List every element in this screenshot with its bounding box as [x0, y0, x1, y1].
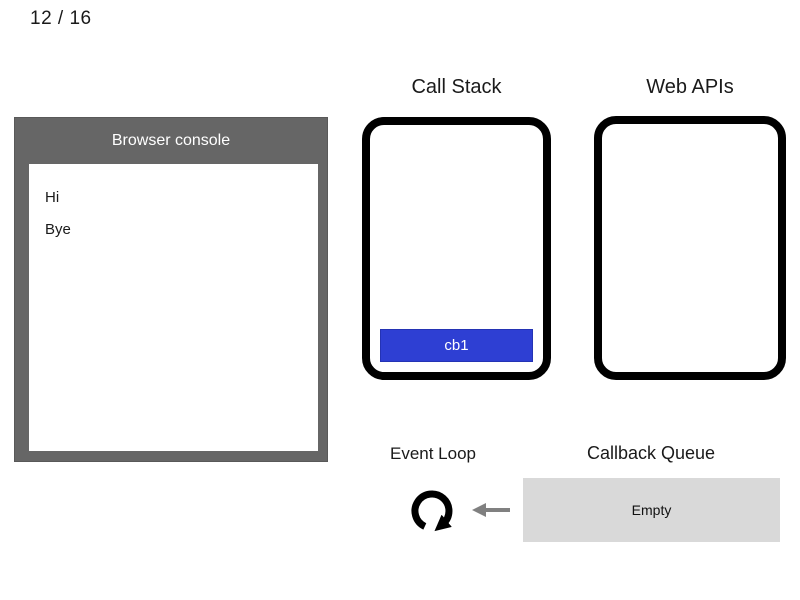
call-stack-heading: Call Stack — [411, 76, 502, 98]
call-stack-box: cb1 — [362, 117, 551, 380]
left-arrow-icon — [472, 501, 512, 519]
browser-console-panel: Browser console Hi Bye — [14, 117, 328, 462]
event-loop-heading: Event Loop — [389, 444, 476, 463]
console-log-line: Bye — [45, 221, 71, 238]
slide-page-counter: 12 / 16 — [30, 8, 92, 29]
loop-arc — [411, 490, 453, 532]
browser-console-output: Hi Bye — [29, 164, 318, 451]
arrow-head — [472, 503, 486, 517]
callback-queue-box: Empty — [523, 478, 780, 542]
web-apis-box — [594, 116, 786, 380]
web-apis-heading: Web APIs — [646, 76, 734, 98]
browser-console-title: Browser console — [111, 132, 231, 149]
console-log-line: Hi — [45, 189, 60, 206]
callback-queue-heading: Callback Queue — [586, 443, 716, 463]
loop-arrow-icon — [408, 485, 458, 541]
call-stack-frame: cb1 — [380, 329, 533, 362]
